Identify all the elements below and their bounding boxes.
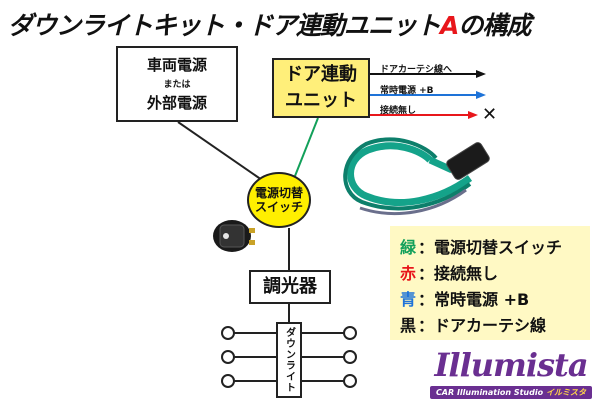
supply-line1: 車両電源 xyxy=(146,56,207,74)
legend-key: 青 xyxy=(400,290,417,309)
dimmer-box: 調光器 xyxy=(249,270,331,304)
legend-key: 緑 xyxy=(400,238,417,257)
black-wire-arrow xyxy=(476,70,486,78)
legend-value: ：ドアカーテシ線 xyxy=(418,316,547,335)
wire-label-black: ドアカーテシ線へ xyxy=(380,65,453,75)
legend-value: ：常時電源 +B xyxy=(418,290,530,309)
green-wire xyxy=(294,117,319,177)
wire-label-red: 接続無し xyxy=(380,106,417,116)
legend-key: 黒 xyxy=(400,316,417,335)
downlight-terminals xyxy=(221,326,357,388)
legend-key: 赤 xyxy=(400,264,417,283)
downlight-box: ダウンライト xyxy=(276,322,302,398)
legend-item-red: 赤：接続無し xyxy=(400,260,498,284)
switch-line1: 電源切替 xyxy=(254,186,303,200)
legend-value: ：電源切替スイッチ xyxy=(418,238,563,257)
legend-item-black: 黒：ドアカーテシ線 xyxy=(400,312,546,336)
supply-line2: または xyxy=(163,80,191,90)
door-unit-line1: ドア連動 xyxy=(285,64,357,85)
page-title: ダウンライトキット・ドア連動ユニットAの構成 xyxy=(8,11,531,40)
color-legend: 緑：電源切替スイッチ 赤：接続無し 青：常時電源 +B 黒：ドアカーテシ線 xyxy=(390,226,590,340)
power-switch-node: 電源切替 スイッチ xyxy=(247,172,311,228)
legend-item-blue: 青：常時電源 +B xyxy=(400,286,529,310)
wire-label-blue: 常時電源 +B xyxy=(380,86,434,96)
rocker-switch-icon xyxy=(213,220,255,252)
door-unit-box: ドア連動 ユニット xyxy=(272,58,370,118)
no-connect-mark: ✕ xyxy=(482,104,498,125)
legend-item-green: 緑：電源切替スイッチ xyxy=(400,234,562,258)
supply-box: 車両電源 または 外部電源 xyxy=(116,46,238,122)
door-unit-cable-icon xyxy=(343,137,490,215)
switch-line2: スイッチ xyxy=(254,200,303,214)
supply-line3: 外部電源 xyxy=(146,94,207,112)
supply-wire xyxy=(177,121,263,181)
legend-value: ：接続無し xyxy=(418,264,499,283)
blue-wire-arrow xyxy=(476,91,486,99)
red-wire-arrow xyxy=(468,111,478,119)
door-unit-line2: ユニット xyxy=(285,90,357,111)
logo-main: Illumista xyxy=(434,346,588,384)
